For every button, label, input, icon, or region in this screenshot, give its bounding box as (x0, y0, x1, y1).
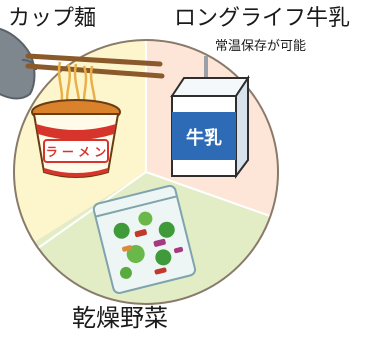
dried-vegetable-bag-icon (92, 184, 197, 294)
cup-noodles-label: カップ麺 (8, 6, 97, 31)
dried-vegetables-label: 乾燥野菜 (72, 304, 168, 332)
room-temperature-note: 常温保存が可能 (215, 39, 307, 54)
milk-carton-icon: 牛乳 (170, 56, 250, 179)
cup-text: ラ ー メ ン (46, 145, 107, 159)
noodle-cup-icon: ラ ー メ ン (31, 99, 121, 178)
carton-text: 牛乳 (186, 127, 222, 149)
chopsticks-icon (25, 53, 165, 79)
circle-border (13, 39, 279, 305)
long-life-milk-label: ロングライフ牛乳 (174, 6, 351, 31)
hand-icon (0, 27, 37, 100)
